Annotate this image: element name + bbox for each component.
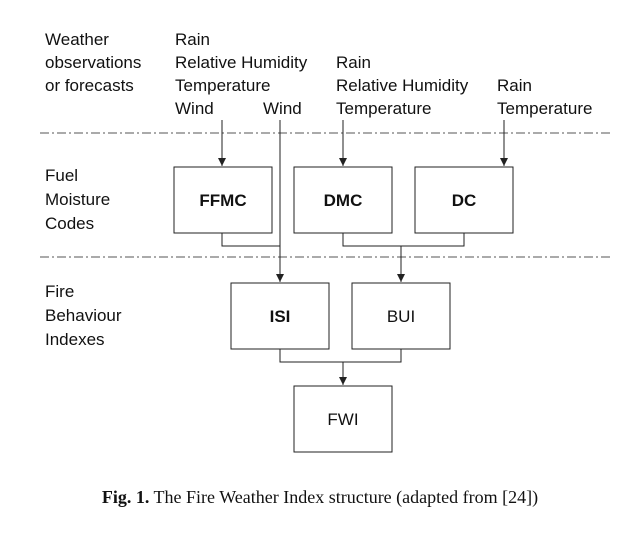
- caption-label: Fig. 1.: [102, 487, 150, 507]
- dc-box: DC: [414, 166, 514, 234]
- input-label: Relative Humidity: [336, 76, 469, 95]
- box-label: DC: [452, 191, 477, 210]
- weather-row-label: Weather observations or forecasts: [45, 30, 141, 95]
- input-label: Rain: [175, 30, 210, 49]
- input-label: Temperature: [497, 99, 592, 118]
- box-label: FFMC: [199, 191, 246, 210]
- isi-box: ISI: [230, 282, 330, 350]
- row-label-line: Codes: [45, 214, 94, 233]
- fire-row-label: Fire Behaviour Indexes: [45, 282, 122, 349]
- figure-caption: Fig. 1. The Fire Weather Index structure…: [102, 487, 538, 508]
- input-label: Temperature: [175, 76, 270, 95]
- isi-bui-connector: [279, 349, 402, 363]
- isi-wind-input-label: Wind: [263, 99, 302, 118]
- fuel-row-label: Fuel Moisture Codes: [45, 166, 110, 233]
- row-label-line: Weather: [45, 30, 109, 49]
- box-label: DMC: [324, 191, 363, 210]
- caption-text: The Fire Weather Index structure (adapte…: [149, 487, 538, 508]
- input-label: Rain: [336, 53, 371, 72]
- fwi-box: FWI: [293, 385, 393, 453]
- box-label: BUI: [387, 307, 415, 326]
- row-label-line: Moisture: [45, 190, 110, 209]
- row-label-line: observations: [45, 53, 141, 72]
- ffmc-to-isi-connector: [221, 233, 280, 247]
- ffmc-box: FFMC: [173, 166, 273, 234]
- bui-box: BUI: [351, 282, 451, 350]
- box-label: ISI: [270, 307, 291, 326]
- input-label: Rain: [497, 76, 532, 95]
- row-label-line: Fuel: [45, 166, 78, 185]
- row-label-line: Indexes: [45, 330, 105, 349]
- row-label-line: Fire: [45, 282, 74, 301]
- row-label-line: Behaviour: [45, 306, 122, 325]
- dmc-inputs: Rain Relative Humidity Temperature: [336, 53, 469, 118]
- input-label: Relative Humidity: [175, 53, 308, 72]
- dmc-dc-connector: [342, 233, 465, 247]
- input-label: Wind: [175, 99, 214, 118]
- ffmc-inputs: Rain Relative Humidity Temperature Wind: [175, 30, 308, 118]
- input-label: Temperature: [336, 99, 431, 118]
- dmc-box: DMC: [293, 166, 393, 234]
- dc-inputs: Rain Temperature: [497, 76, 592, 118]
- row-label-line: or forecasts: [45, 76, 134, 95]
- box-label: FWI: [327, 410, 358, 429]
